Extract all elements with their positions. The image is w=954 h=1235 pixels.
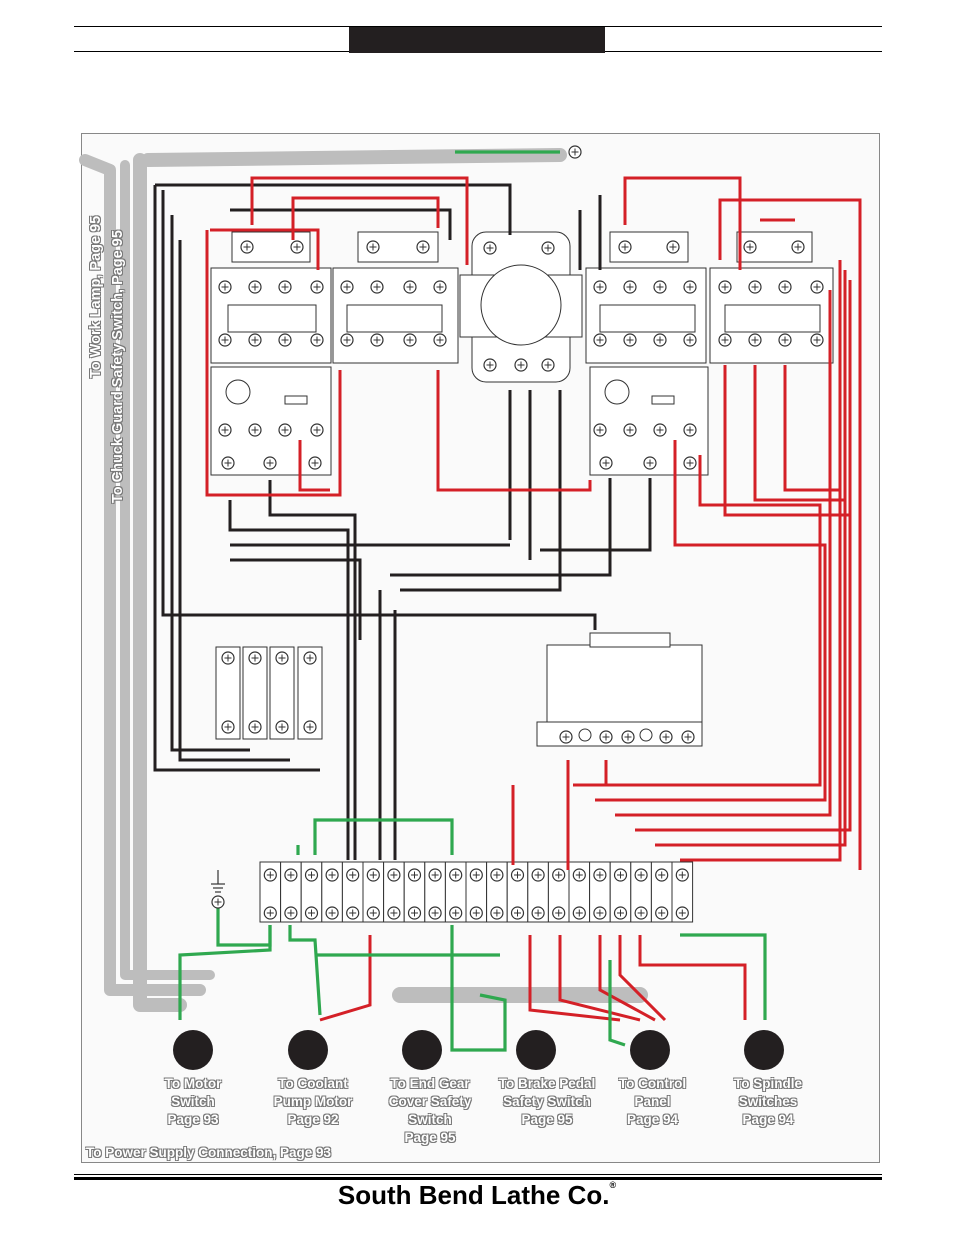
transformer [459, 231, 583, 383]
spindle-switches-label: To Spindle Switches Page 94 [734, 1076, 802, 1127]
overload-relay-left [210, 366, 332, 476]
terminal-screw [593, 906, 607, 920]
footer-rule-thin [74, 1174, 882, 1175]
coolant-pump-label: To Coolant Pump Motor Page 92 [273, 1076, 353, 1127]
terminal-screw [366, 868, 380, 882]
terminal-screw [387, 906, 401, 920]
terminal-screw [263, 906, 277, 920]
terminal-screw [366, 906, 380, 920]
terminal-strip [259, 861, 694, 923]
terminal-screw [531, 868, 545, 882]
ground-symbol [211, 145, 582, 909]
terminal-screw [655, 906, 669, 920]
terminal-screw [263, 868, 277, 882]
terminal-screw [552, 868, 566, 882]
aux-contacts-left [231, 231, 439, 263]
terminal-screw [510, 906, 525, 920]
green-wires [178, 150, 767, 1052]
terminal-screw [572, 906, 586, 920]
terminal-screw [552, 906, 566, 920]
overload-relay-right [589, 366, 709, 476]
motor-switch-label: To Motor Switch Page 93 [164, 1076, 222, 1127]
terminal-screw [407, 868, 422, 882]
contactor-k3 [585, 267, 707, 364]
terminal-screw [490, 868, 504, 882]
terminal-screw [304, 868, 319, 882]
header-rule [74, 26, 882, 27]
terminal-screw [531, 906, 545, 920]
contactor-k4 [709, 267, 834, 364]
terminal-screw [407, 906, 422, 920]
power-supply-label: To Power Supply Connection, Page 93 [86, 1145, 332, 1160]
terminal-screw [469, 906, 483, 920]
terminal-screw [675, 906, 689, 920]
terminal-screw [490, 906, 504, 920]
control-board [536, 632, 703, 747]
terminal-screw [346, 906, 360, 920]
control-panel-label: To Control Panel Page 94 [618, 1076, 687, 1127]
conduit-bundle [79, 148, 648, 1012]
terminal-screw [346, 868, 360, 882]
terminal-screw [304, 906, 319, 920]
terminal-screw [613, 906, 628, 920]
brand-logo: South Bend Lathe Co.® [0, 1180, 954, 1211]
contactor-k1 [210, 267, 332, 364]
terminal-screw [572, 868, 586, 882]
terminal-screw [284, 868, 298, 882]
chuck-guard-label: To Chuck Guard Safety Switch, Page 95 [110, 230, 126, 503]
brake-pedal-label: To Brake Pedal Safety Switch Page 95 [498, 1076, 596, 1127]
cable-glands [173, 1030, 784, 1070]
contactor-k2 [332, 267, 459, 364]
terminal-screw [449, 868, 463, 882]
fuse-holders [215, 646, 323, 740]
terminal-screw [387, 868, 401, 882]
end-gear-label: To End Gear Cover Safety Switch Page 95 [388, 1076, 472, 1145]
terminal-screw [655, 868, 669, 882]
red-wires [205, 176, 862, 1022]
terminal-screw [613, 868, 628, 882]
terminal-screw [634, 906, 648, 920]
terminal-screw [593, 868, 607, 882]
work-lamp-label: To Work Lamp, Page 95 [88, 215, 104, 378]
header-tab [349, 27, 605, 53]
brand-registered-mark: ® [609, 1180, 617, 1190]
aux-contacts-right [609, 231, 813, 263]
terminal-screw [449, 906, 463, 920]
footer-rule [74, 1177, 882, 1180]
terminal-screw [428, 906, 442, 920]
terminal-screw [284, 906, 298, 920]
terminal-screw [428, 868, 442, 882]
terminal-screw [469, 868, 483, 882]
terminal-screw [325, 868, 339, 882]
black-wires [153, 183, 652, 860]
terminal-screw [675, 868, 689, 882]
terminal-screw [325, 906, 339, 920]
terminal-screw [510, 868, 525, 882]
terminal-screw [634, 868, 648, 882]
brand-name: South Bend Lathe Co. [337, 1180, 610, 1210]
